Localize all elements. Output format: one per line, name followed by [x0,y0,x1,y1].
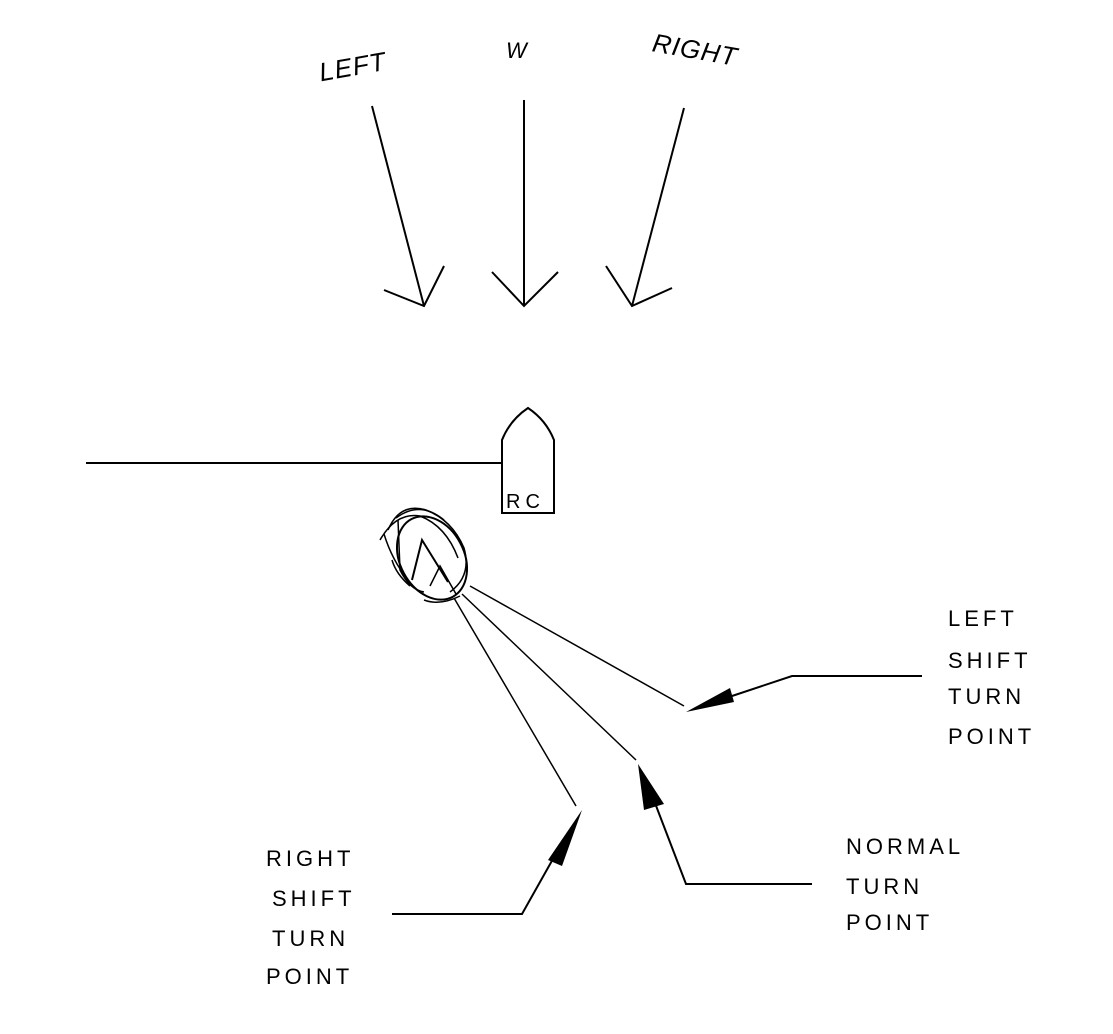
committee-boat-label: RC [506,491,545,513]
callout-normal-arrowhead [638,764,664,810]
callout-left-shift [686,675,922,712]
callout-right-shift-arrowhead [548,810,582,866]
callout-right-shift [392,810,582,915]
wind-arrow-center [491,100,559,308]
label-left-shift-line3: TURN [948,684,1025,709]
wind-arrow-left [371,105,445,308]
callout-left-shift-arrowhead [686,688,734,712]
wind-right-label: RIGHT [650,27,741,72]
course-line-right-shift [453,597,577,807]
course-line-left-shift [469,585,685,707]
label-right-shift-line3: TURN [272,926,349,951]
label-right-shift-line4: POINT [266,964,353,989]
label-left-shift-line1: LEFT [948,606,1018,631]
label-left-shift-turn-point: LEFT SHIFT TURN POINT [948,606,1035,749]
label-left-shift-line4: POINT [948,724,1035,749]
label-normal-line2: TURN [846,874,923,899]
callout-normal [638,764,812,885]
label-normal-line1: NORMAL [846,834,964,859]
label-normal-turn-point: NORMAL TURN POINT [846,834,964,935]
course-line-normal [461,593,637,761]
label-right-shift-line2: SHIFT [272,886,356,911]
label-right-shift-line1: RIGHT [266,846,354,871]
turn-mark-cluster [379,507,469,603]
committee-boat: RC [501,406,555,514]
wind-center-label: W [506,38,529,63]
label-left-shift-line2: SHIFT [948,648,1032,673]
wind-arrow-right [605,107,685,308]
label-normal-line3: POINT [846,910,933,935]
wind-left-label: LEFT [317,46,390,87]
label-right-shift-turn-point: RIGHT SHIFT TURN POINT [266,846,356,989]
